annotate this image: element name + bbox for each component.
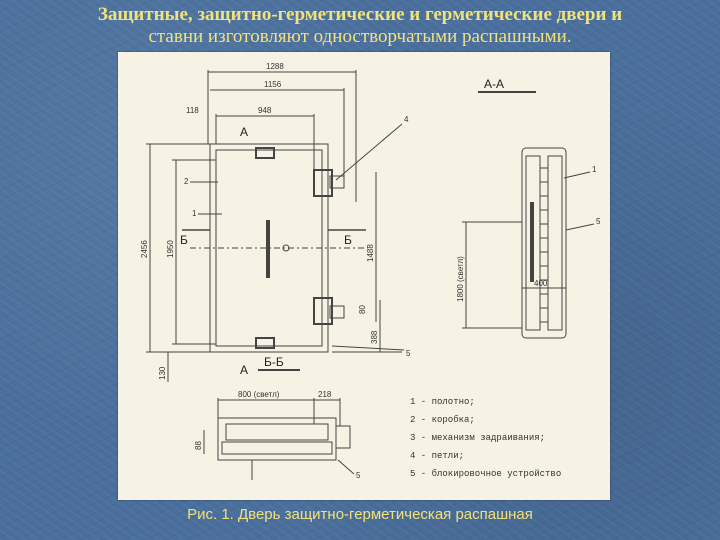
callout-5-bb: 5 (356, 471, 361, 480)
section-mark-b-left: Б (180, 233, 188, 247)
upper-hinge (313, 169, 333, 197)
callout-5-aa: 5 (596, 217, 601, 226)
dim-bb-left: 88 (194, 441, 203, 450)
dim-aa-height: 1800 (светл) (456, 256, 465, 302)
section-aa-outline (521, 147, 567, 339)
dim-side-low: 388 (370, 330, 379, 344)
callout-5-front: 5 (406, 349, 411, 358)
callout-1: 1 (192, 209, 197, 218)
legend-item-4: 4 - петли; (410, 451, 464, 461)
dim-top-small: 118 (186, 106, 199, 115)
dim-bb-width: 800 (светл) (238, 390, 280, 399)
top-latch (255, 147, 275, 159)
section-bb-label: Б-Б (264, 355, 284, 369)
callout-1-aa: 1 (592, 165, 597, 174)
dim-top-mid: 1156 (264, 80, 282, 89)
dim-left-inner: 1950 (166, 240, 175, 258)
dim-left-outer: 2456 (140, 240, 149, 258)
legend-item-2: 2 - коробка; (410, 415, 475, 425)
dim-top-outer: 1288 (266, 62, 284, 71)
lower-hinge-bracket (329, 305, 345, 319)
dim-inner-height: 1488 (366, 244, 375, 262)
section-bb-frame (221, 441, 333, 455)
dim-top-inner: 948 (258, 106, 272, 115)
callout-2: 2 (184, 177, 189, 186)
section-aa-label: А-А (484, 77, 504, 91)
dim-bb-right: 218 (318, 390, 332, 399)
legend-item-3: 3 - механизм задраивания; (410, 433, 545, 443)
dim-bottom-small: 130 (158, 366, 167, 380)
technical-drawing: А-А Б-Б А А Б Б 1288 1156 948 118 2456 1… (118, 52, 610, 500)
section-bb-leaf (225, 423, 329, 441)
dim-side-small: 80 (358, 305, 367, 314)
callout-4: 4 (404, 115, 409, 124)
section-aa-ribs (540, 167, 548, 323)
section-bb-hinge (335, 425, 351, 449)
slide-title-line1: Защитные, защитно-герметические и гермет… (97, 4, 623, 25)
legend-item-5: 5 - блокировочное устройство (410, 469, 561, 479)
slide-title: Защитные, защитно-герметические и гермет… (0, 4, 720, 48)
section-mark-a-bottom: А (240, 363, 248, 377)
dim-aa-depth: 400 (534, 279, 548, 288)
slide-title-line2: ставни изготовляют одностворчатыми распа… (148, 26, 572, 47)
section-aa-frame (547, 155, 563, 331)
section-mark-a-top: А (240, 125, 248, 139)
upper-hinge-bracket (329, 175, 345, 189)
door-drawing-svg: А-А Б-Б А А Б Б 1288 1156 948 118 2456 1… (140, 62, 601, 480)
figure-caption: Рис. 1. Дверь защитно-герметическая расп… (187, 506, 533, 523)
drawing-legend: 1 - полотно; 2 - коробка; 3 - механизм з… (410, 397, 561, 479)
legend-item-1: 1 - полотно; (410, 397, 475, 407)
section-aa-leaf (525, 155, 541, 331)
bottom-latch (255, 337, 275, 349)
lower-hinge (313, 297, 333, 325)
section-mark-b-right: Б (344, 233, 352, 247)
